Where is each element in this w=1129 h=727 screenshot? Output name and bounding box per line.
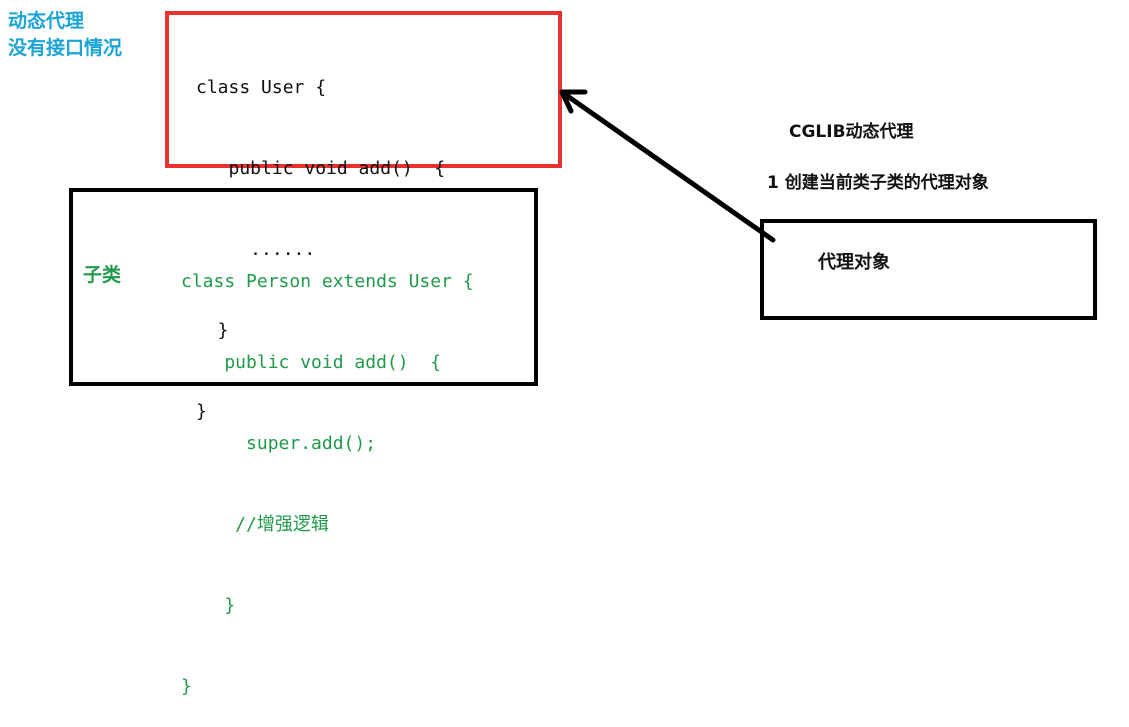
person-class-box (69, 188, 538, 386)
arrow-to-user-icon (559, 89, 776, 243)
person-code-line: } (181, 676, 192, 697)
proxy-object-box (760, 219, 1097, 320)
cglib-title: CGLIB动态代理 (789, 122, 914, 142)
user-code-line: class User { (196, 77, 327, 98)
proxy-object-label: 代理对象 (818, 252, 890, 273)
person-code-line: public void add() { (181, 352, 442, 373)
user-code-line: public void add() { (196, 158, 446, 179)
subclass-label: 子类 (83, 264, 122, 286)
user-class-box (165, 11, 562, 168)
person-code-line: super.add(); (181, 433, 377, 454)
person-code-line: //增强逻辑 (181, 514, 329, 535)
user-code-line: ...... (196, 239, 316, 260)
title-line-1: 动态代理 (8, 10, 85, 32)
user-code-line: } (196, 401, 207, 422)
user-code-line: } (196, 320, 229, 341)
cglib-step-1: 1 创建当前类子类的代理对象 (767, 173, 989, 193)
person-code-line: } (181, 595, 236, 616)
title-line-2: 没有接口情况 (8, 37, 123, 59)
user-class-code: class User { public void add() { ...... … (196, 20, 445, 452)
title-note: 动态代理 没有接口情况 (8, 8, 122, 62)
person-code-line: class Person extends User { (181, 271, 474, 292)
